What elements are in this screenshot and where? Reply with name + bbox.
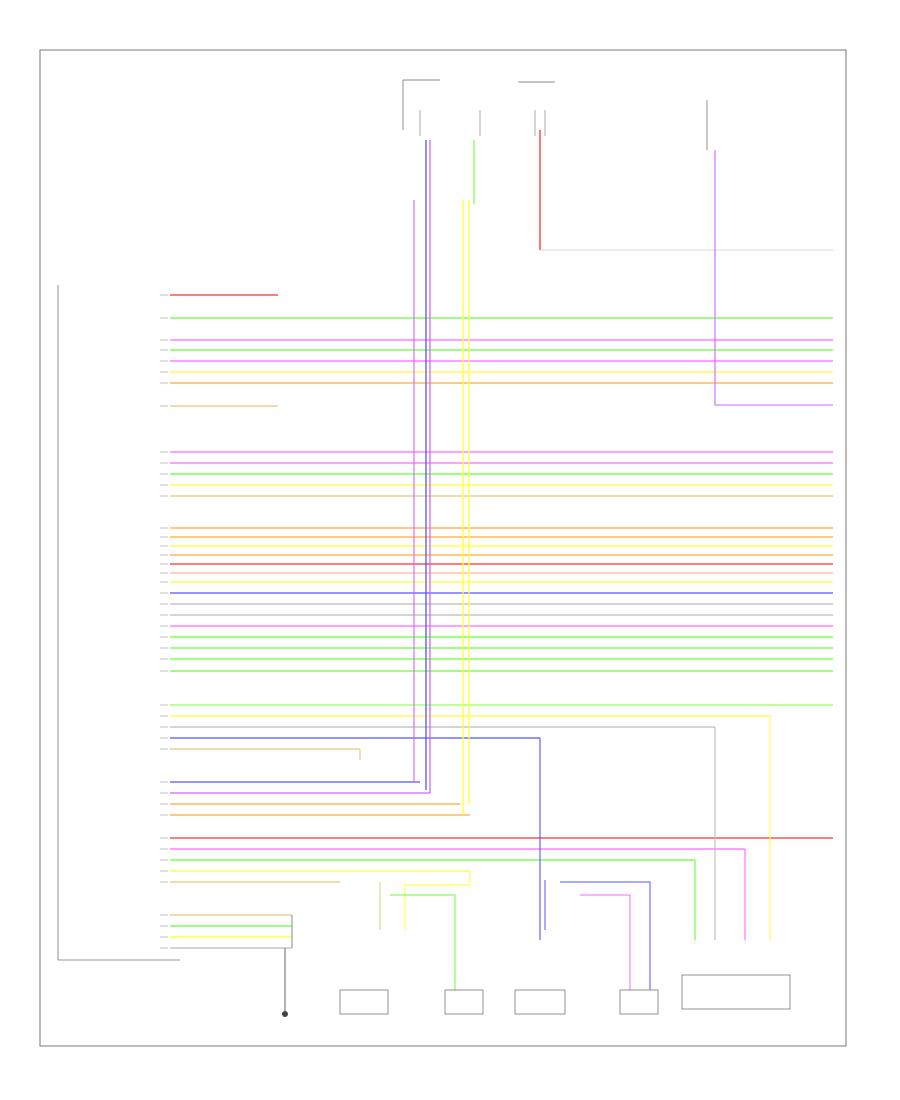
top-fuse-bracket <box>402 79 440 130</box>
wire-violet-right-bracket <box>714 150 833 406</box>
wire-layer <box>160 130 833 1012</box>
component-layer <box>282 110 791 1017</box>
right-rear-tweeter-body <box>619 989 659 1015</box>
wire-yellow-lrs <box>404 871 471 930</box>
wire-blue-rrt <box>560 881 651 990</box>
right-rear-speaker-body <box>514 989 566 1015</box>
diagram-frame <box>39 49 847 1047</box>
left-rear-speaker-body <box>339 989 389 1015</box>
wire-pink-rrt <box>580 894 631 990</box>
wire-green-tweeter <box>390 894 456 990</box>
ground-symbol <box>282 1011 288 1017</box>
left-rear-tweeter-body <box>444 989 484 1015</box>
subwoofer-body <box>681 974 791 1010</box>
